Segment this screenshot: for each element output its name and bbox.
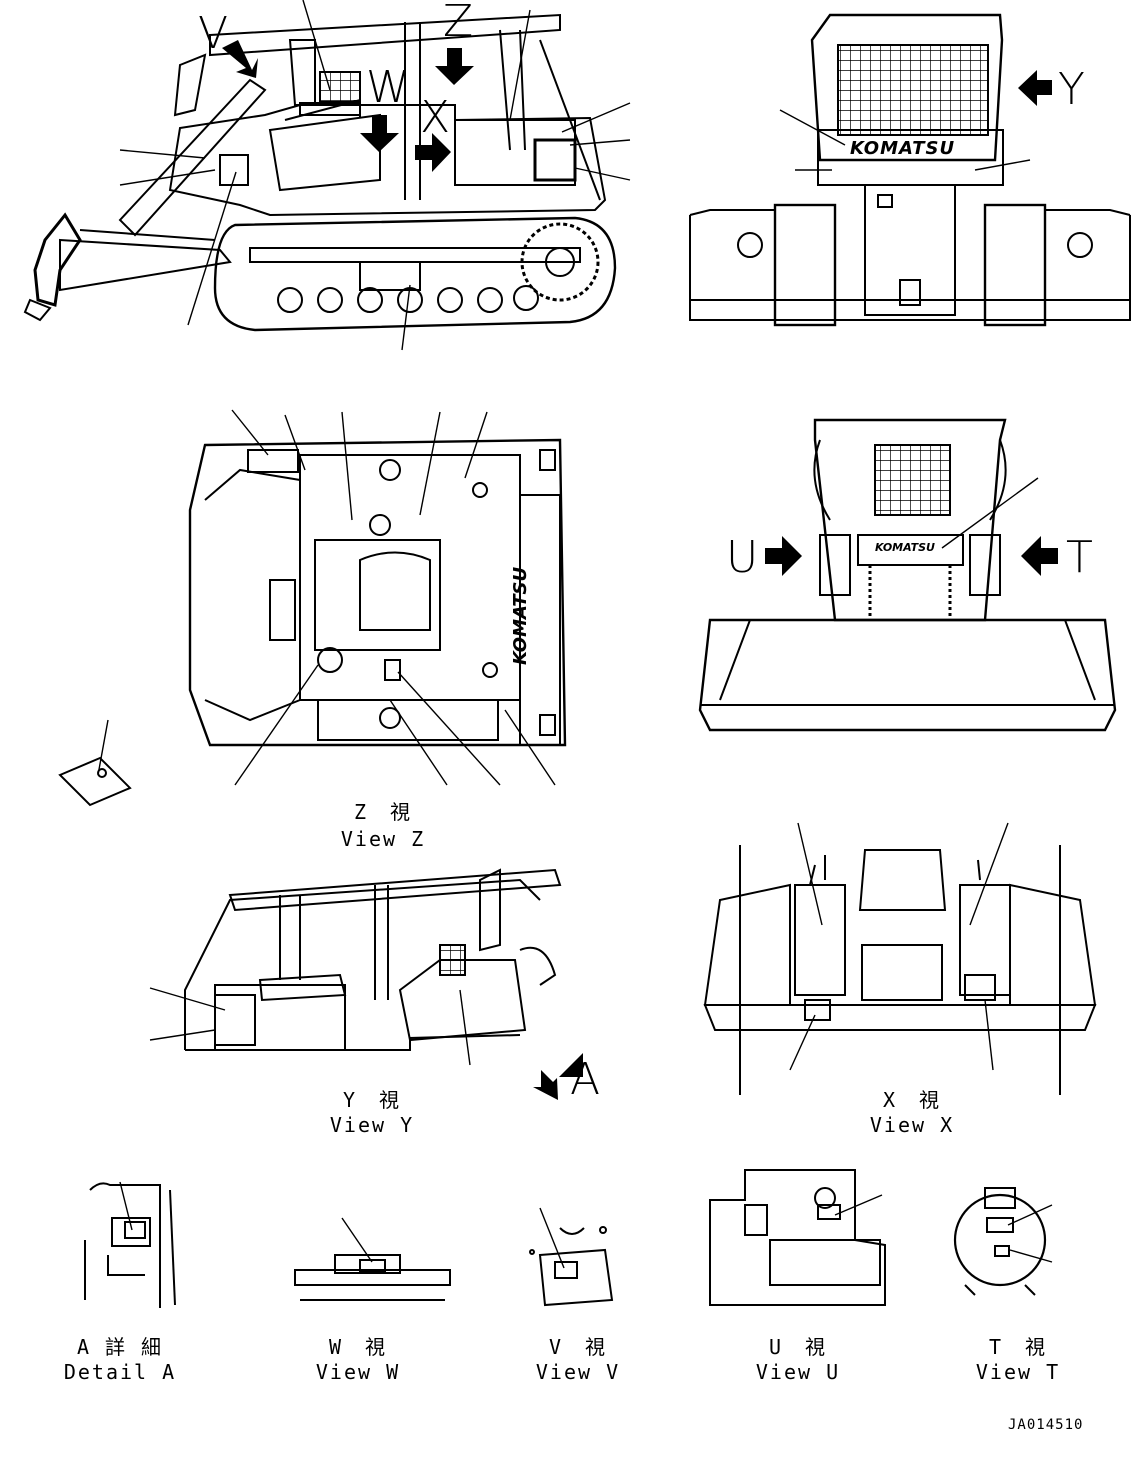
leader-lines-front: [941, 477, 1039, 549]
leader-lines-side: [119, 0, 631, 351]
caption-view-t-jp: T 視: [988, 1335, 1048, 1359]
arrow-label-t: T: [1066, 532, 1093, 583]
leader-lines-y: [149, 987, 471, 1066]
arrow-label-w: W: [366, 62, 410, 113]
track-rollers: [277, 285, 539, 313]
arrow-t-icon: [1021, 536, 1058, 576]
arrow-label-x: X: [420, 92, 451, 143]
arrow-y-icon: [1018, 70, 1052, 106]
leader-lines-z: [97, 409, 556, 786]
arrow-z-icon: [435, 48, 474, 85]
drawing-number: JA014510: [1008, 1417, 1084, 1433]
caption-detail-a-jp: A 詳 細: [76, 1335, 164, 1359]
view-t: [953, 1187, 1047, 1296]
leader-lines-a: [119, 1181, 133, 1231]
arrow-label-a: A: [570, 1054, 601, 1105]
caption-view-y-en: View Y: [329, 1113, 415, 1137]
arrow-a-icon: [533, 1045, 583, 1100]
caption-view-t-en: View T: [975, 1360, 1061, 1384]
caption-view-v-jp: V 視: [548, 1335, 608, 1359]
caption-view-u-en: View U: [755, 1360, 841, 1384]
arrow-w-icon: [360, 115, 399, 152]
caption-view-x-en: View X: [869, 1113, 955, 1137]
caption-view-z-en: View Z: [340, 827, 426, 851]
view-v: [529, 1226, 614, 1307]
caption-view-w-en: View W: [315, 1360, 401, 1384]
caption-view-v-en: View V: [535, 1360, 621, 1384]
view-y-cab: [184, 868, 562, 1051]
arrow-u-icon: [765, 536, 802, 576]
leader-lines-t: [1007, 1204, 1053, 1263]
brand-mark-front: KOMATSU: [875, 541, 935, 554]
arrow-label-y: Y: [1058, 64, 1085, 115]
view-z-plan: [188, 438, 567, 747]
view-u: [709, 1169, 886, 1306]
rear-view-bulldozer: [689, 13, 1131, 327]
side-view-bulldozer: [23, 13, 617, 332]
view-x-cab: [703, 845, 1097, 1095]
leader-lines-rear: [779, 109, 1031, 171]
caption-detail-a-en: Detail A: [63, 1360, 177, 1384]
detail-a: [84, 1182, 176, 1308]
arrow-label-u: U: [726, 532, 759, 583]
caption-view-y-jp: Y 視: [342, 1088, 402, 1112]
caption-view-u-jp: U 視: [768, 1335, 828, 1359]
leader-lines-w: [341, 1217, 373, 1263]
caption-view-z-jp: Z 視: [353, 800, 413, 824]
brand-mark-rear: KOMATSU: [850, 138, 956, 159]
brand-mark-hood: KOMATSU: [510, 566, 531, 665]
caption-view-w-jp: W 視: [328, 1335, 388, 1359]
caption-view-x-jp: X 視: [882, 1088, 942, 1112]
leader-lines-x: [789, 822, 1009, 1071]
leader-lines-u: [834, 1194, 883, 1216]
view-w: [294, 1254, 451, 1301]
decal-sheet-icon: [58, 756, 132, 807]
arrow-x-icon: [415, 133, 451, 172]
leader-lines-v: [539, 1207, 565, 1269]
front-view-bulldozer: [698, 418, 1117, 732]
arrow-label-z: Z: [443, 0, 474, 47]
arrow-v-icon: [222, 40, 258, 78]
arrow-label-v: V: [198, 8, 229, 59]
